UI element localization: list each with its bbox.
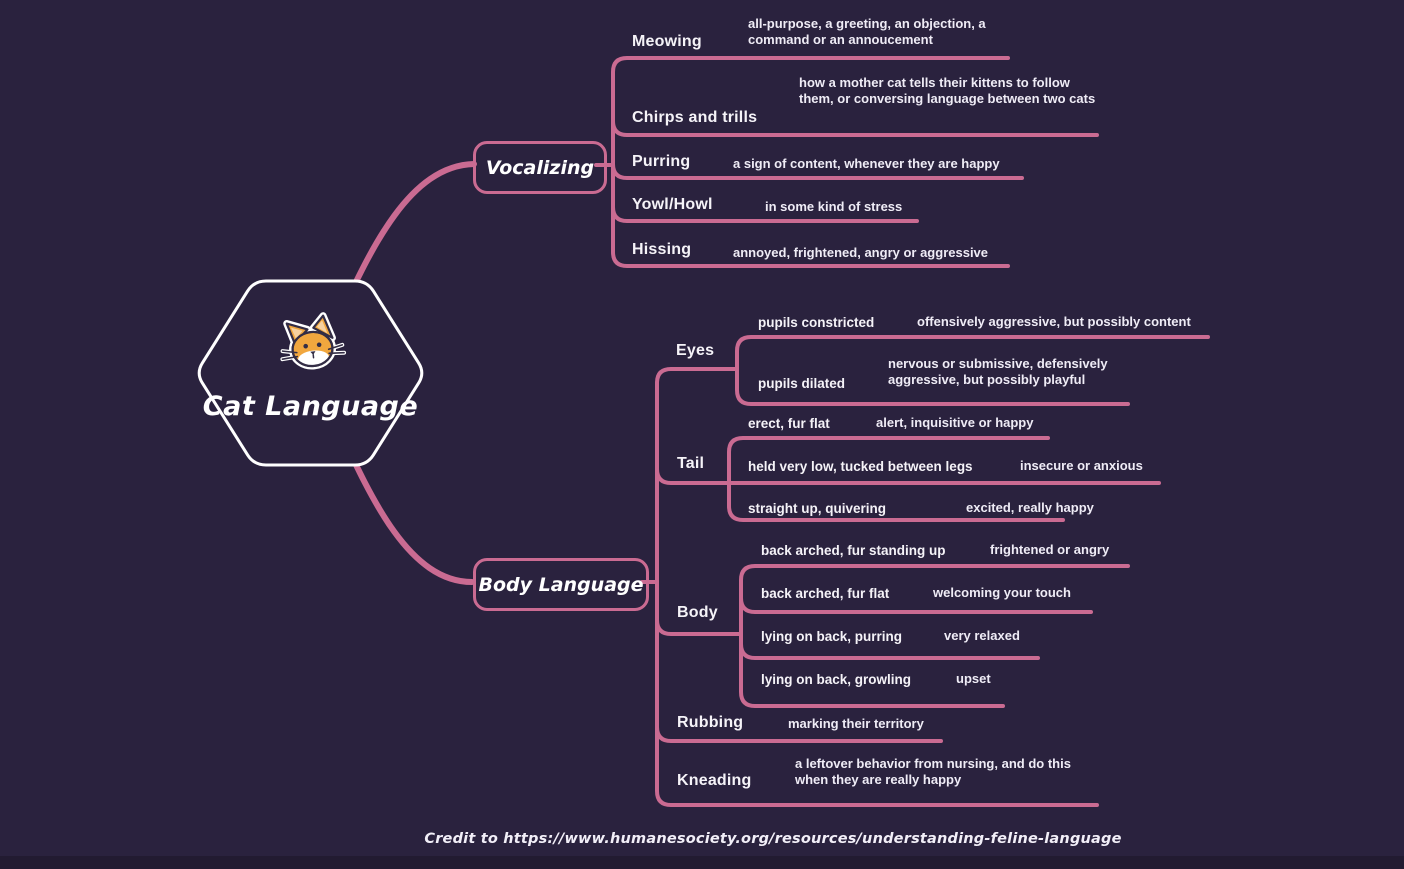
topic-label-eyes[interactable]: Eyes [676,342,715,359]
topic-label-chirps-and-trills[interactable]: Chirps and trills [632,109,758,126]
underline-body-row3 [739,642,1040,660]
topic-label-body-lying-purring[interactable]: lying on back, purring [761,629,903,644]
topic-label-body-arched-fur-flat[interactable]: back arched, fur flat [761,586,890,601]
topic-label-meowing[interactable]: Meowing [632,33,702,50]
topic-label-tail[interactable]: Tail [677,455,705,472]
topic-desc-body-arched-fur-flat[interactable]: welcoming your touch [933,585,1071,600]
topic-label-tail-held-low[interactable]: held very low, tucked between legs [748,459,973,474]
topic-desc-tail-held-low[interactable]: insecure or anxious [1020,458,1143,473]
underline-body-rows-1-4 [739,564,1130,708]
branch-node-vocalizing-label: Vocalizing [485,156,595,179]
underline-body [655,618,743,636]
underline-eyes-trunk-kneading [655,367,1099,807]
cat-face-icon [280,312,347,370]
underline-yowl-howl [611,205,919,223]
credit-text: Credit to https://www.humanesociety.org/… [424,831,1122,847]
topic-desc-kneading[interactable]: a leftover behavior from nursing, and do… [795,756,1071,788]
topic-desc-yowl-howl[interactable]: in some kind of stress [765,199,903,214]
topic-desc-body-lying-growling[interactable]: upset [956,671,991,686]
topic-label-rubbing[interactable]: Rubbing [677,714,744,731]
center-node-hexagon[interactable] [197,279,424,467]
underline-body-row2 [739,596,1093,614]
topic-desc-rubbing[interactable]: marking their territory [788,716,924,731]
topic-label-hissing[interactable]: Hissing [632,241,692,258]
topic-desc-purring[interactable]: a sign of content, whenever they are hap… [733,156,1000,171]
underline-tail-rows-1-3 [727,436,1065,522]
topic-desc-hissing[interactable]: annoyed, frightened, angry or aggressive [733,245,989,260]
topic-desc-meowing[interactable]: all-purpose, a greeting, an objection, a… [748,16,986,48]
topic-desc-body-arched-fur-up[interactable]: frightened or angry [990,542,1110,557]
underline-rubbing [655,725,943,743]
topic-label-tail-straight-up[interactable]: straight up, quivering [748,501,887,516]
topic-desc-body-lying-purring[interactable]: very relaxed [944,628,1020,643]
underline-pupils-rows [735,335,1210,406]
topic-label-body-lying-growling[interactable]: lying on back, growling [761,672,912,687]
topic-label-kneading[interactable]: Kneading [677,772,752,789]
topic-desc-chirps-and-trills[interactable]: how a mother cat tells their kittens to … [799,75,1096,107]
topic-label-tail-erect[interactable]: erect, fur flat [748,416,830,431]
underline-chirps-and-trills [611,119,1099,137]
branch-node-vocalizing[interactable]: Vocalizing [473,141,607,194]
topic-label-body[interactable]: Body [677,604,718,621]
underline-tail-row2 [655,467,1161,485]
branch-node-body-language[interactable]: Body Language [473,558,649,611]
topic-label-pupils-dilated[interactable]: pupils dilated [758,376,846,391]
topic-label-purring[interactable]: Purring [632,153,691,170]
topic-label-yowl-howl[interactable]: Yowl/Howl [632,196,713,213]
topic-desc-pupils-dilated[interactable]: nervous or submissive, defensively aggre… [888,356,1108,388]
center-topic-title[interactable]: Cat Language [202,391,419,422]
topic-desc-tail-erect[interactable]: alert, inquisitive or happy [876,415,1034,430]
topic-desc-tail-straight-up[interactable]: excited, really happy [966,500,1094,515]
topic-label-body-arched-fur-up[interactable]: back arched, fur standing up [761,543,946,558]
footer-bar [0,856,1404,869]
underline-purring [611,162,1024,180]
topic-label-pupils-constricted[interactable]: pupils constricted [758,315,875,330]
branch-node-body-language-label: Body Language [478,573,644,596]
topic-desc-pupils-constricted[interactable]: offensively aggressive, but possibly con… [917,314,1191,329]
